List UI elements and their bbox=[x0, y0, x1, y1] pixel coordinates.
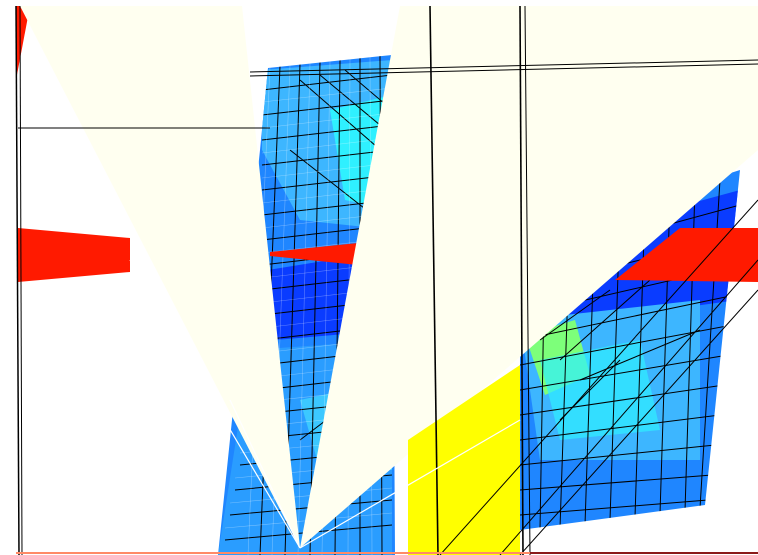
yellow-panel bbox=[408, 365, 520, 555]
cone-cream-left bbox=[20, 6, 300, 548]
red-band-left bbox=[18, 228, 130, 282]
red-band-middle bbox=[270, 243, 358, 265]
wireframe-lines bbox=[15, 5, 758, 555]
red-band-right bbox=[615, 228, 758, 282]
cone-cream-right bbox=[300, 6, 758, 548]
right-mesh-grid bbox=[520, 179, 740, 530]
right-mesh-cyan-patch bbox=[540, 340, 660, 440]
red-corner-top-left bbox=[16, 6, 30, 80]
white-wire-lines bbox=[129, 259, 521, 549]
